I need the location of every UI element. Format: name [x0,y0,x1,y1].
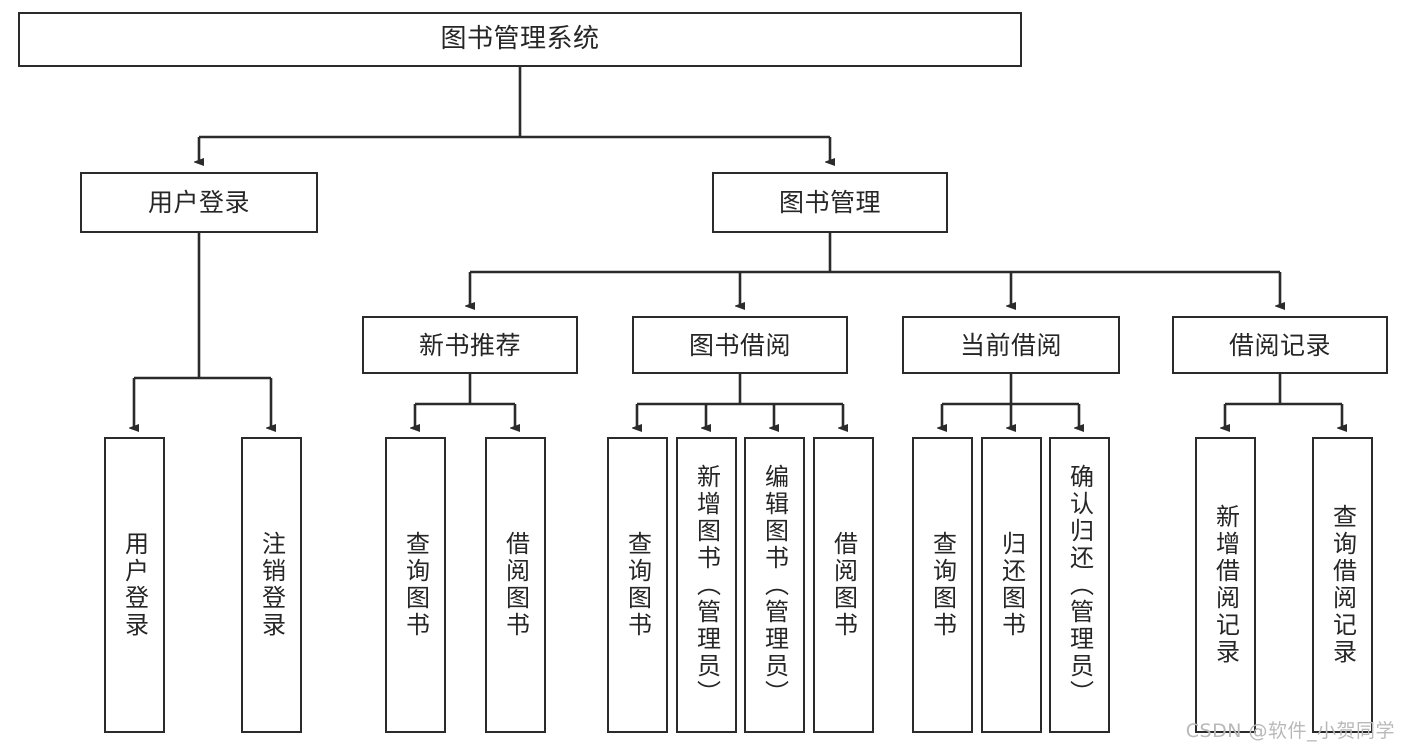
node-label: 用户登录 [147,188,250,217]
node-label: 借阅记录 [1228,330,1331,360]
node-label: 图书借阅 [688,330,791,360]
node-label: 查询图书 [928,531,957,639]
node-label: 查询图书 [623,531,652,639]
csdn-watermark: CSDN @软件_小贺同学 [1185,720,1395,742]
node-label: 查询借阅记录 [1328,504,1357,666]
node-book-management[interactable]: 图书管理 [712,172,948,233]
leaf-current-return-book[interactable]: 归还图书 [981,437,1042,733]
leaf-borrow-edit-book-admin[interactable]: 编辑图书（管理员） [744,437,805,733]
node-label: 编辑图书（管理员） [760,463,789,707]
leaf-user-login[interactable]: 用户登录 [104,437,165,733]
node-book-borrow[interactable]: 图书借阅 [632,316,848,374]
node-label: 新增借阅记录 [1211,504,1240,666]
node-label: 当前借阅 [959,330,1062,360]
leaf-record-add-record[interactable]: 新增借阅记录 [1195,437,1256,733]
node-borrow-record[interactable]: 借阅记录 [1172,316,1388,374]
node-label: 查询图书 [401,531,430,639]
leaf-borrow-borrow-book[interactable]: 借阅图书 [813,437,874,733]
node-label: 借阅图书 [501,531,530,639]
node-user-login[interactable]: 用户登录 [80,172,318,233]
node-new-book-recommend[interactable]: 新书推荐 [362,316,578,374]
node-label: 用户登录 [120,531,149,639]
node-label: 新书推荐 [418,330,521,360]
node-label: 借阅图书 [829,531,858,639]
leaf-current-query-book[interactable]: 查询图书 [912,437,973,733]
leaf-borrow-add-book-admin[interactable]: 新增图书（管理员） [676,437,737,733]
node-current-borrow[interactable]: 当前借阅 [902,316,1120,374]
node-root-system[interactable]: 图书管理系统 [18,12,1022,67]
node-label: 图书管理 [778,188,881,217]
leaf-record-query-record[interactable]: 查询借阅记录 [1312,437,1373,733]
node-label: 归还图书 [997,531,1026,639]
node-label: 确认归还（管理员） [1065,463,1094,707]
node-label: 图书管理系统 [440,24,600,55]
leaf-borrow-query-book[interactable]: 查询图书 [607,437,668,733]
leaf-recommend-query-book[interactable]: 查询图书 [385,437,446,733]
node-label: 注销登录 [257,531,286,639]
node-label: 新增图书（管理员） [692,463,721,707]
leaf-recommend-borrow-book[interactable]: 借阅图书 [485,437,546,733]
leaf-user-logout[interactable]: 注销登录 [241,437,302,733]
leaf-current-confirm-return-admin[interactable]: 确认归还（管理员） [1049,437,1110,733]
